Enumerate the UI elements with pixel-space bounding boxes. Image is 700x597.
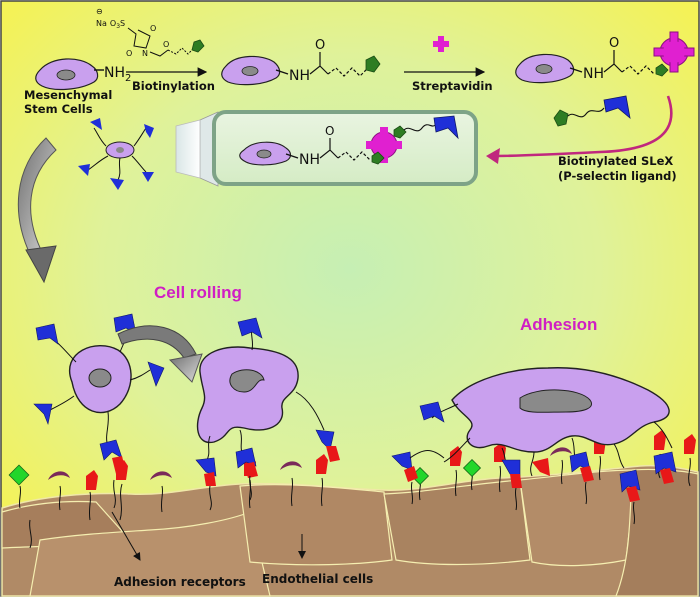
biotinylation-label: Biotinylation	[132, 79, 215, 93]
cell-construct-icon	[239, 141, 299, 166]
rolling-cell-2	[195, 317, 340, 486]
msc-label-line2: Stem Cells	[24, 102, 93, 116]
adhesion-label: Adhesion	[520, 315, 597, 334]
pink-arrow-head	[486, 148, 500, 164]
stem-cell-icon	[35, 58, 104, 91]
amide-nh-2: NH	[583, 66, 604, 82]
amide-nh-3: NH	[299, 152, 320, 168]
endothelial-layer	[1, 464, 699, 597]
streptavidin-complex-icon	[653, 31, 695, 77]
svg-text:O: O	[163, 40, 169, 49]
svg-text:O: O	[150, 24, 156, 33]
msc-label-line1: Mesenchymal	[24, 88, 112, 102]
biotinylated-cell-icon	[221, 55, 289, 86]
carbonyl-o-1: O	[315, 38, 325, 53]
pink-arrow	[491, 95, 673, 158]
decorated-cell-icon	[78, 118, 154, 190]
carbonyl-o-2: O	[609, 36, 619, 51]
svg-text:⊖: ⊖	[96, 7, 103, 16]
adhesion-receptors	[8, 430, 696, 521]
biotin-icon	[365, 55, 381, 73]
cell-rolling-label: Cell rolling	[154, 283, 242, 302]
tether-lines	[29, 475, 636, 549]
streptavidin-cell-icon	[515, 53, 583, 84]
slex-label-line2: (P-selectin ligand)	[558, 169, 677, 183]
svg-text:O: O	[126, 49, 132, 58]
endothelial-cells-label: Endothelial cells	[262, 572, 373, 586]
streptavidin-label: Streptavidin	[412, 79, 493, 93]
amide-nh-1: NH	[289, 68, 310, 84]
capsule-streptavidin-icon	[366, 125, 407, 165]
slex-label-line1: Biotinylated SLeX	[558, 154, 673, 168]
zoom-capsule	[212, 110, 478, 186]
rolling-arrow	[117, 325, 197, 359]
carbonyl-o-3: O	[325, 124, 334, 138]
adhesion-receptors-label: Adhesion receptors	[114, 575, 246, 589]
nh2-label: NH2	[104, 65, 131, 84]
capsule-slex-icon	[433, 115, 459, 140]
adhered-cell	[391, 367, 677, 502]
svg-text:N: N	[142, 49, 148, 58]
receptor-pointer	[111, 511, 141, 561]
slex-ligand-icon	[553, 95, 631, 127]
rolling-cell-1	[33, 313, 165, 474]
streptavidin-icon	[433, 36, 449, 52]
